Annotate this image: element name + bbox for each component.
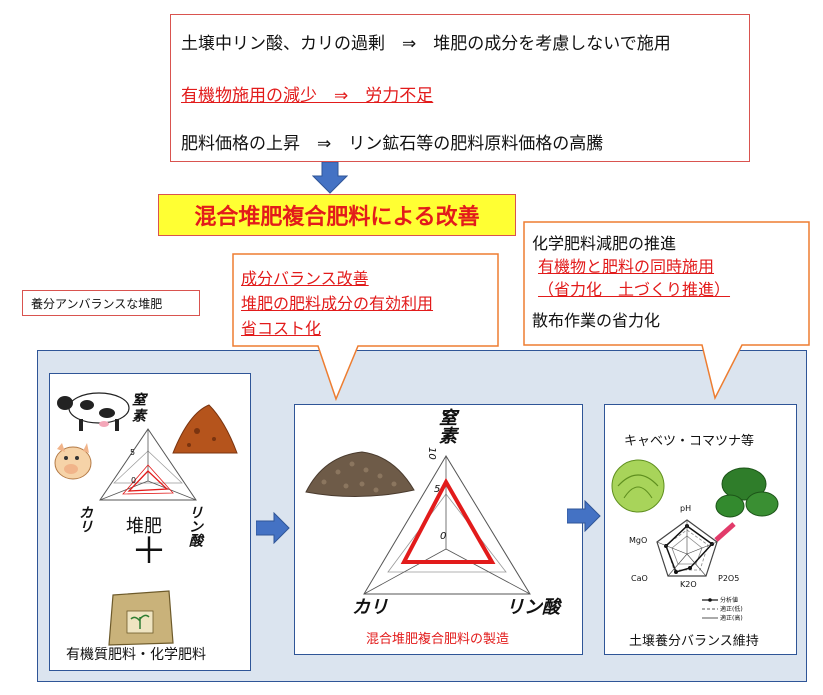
right-radar-series xyxy=(665,525,714,573)
middle-tick-0: 0 xyxy=(440,531,447,542)
left-axis-nitrogen: 窒素 xyxy=(130,392,146,424)
radar-label-cao: CaO xyxy=(631,574,648,583)
right-radar-chart xyxy=(656,519,718,577)
right-panel-art xyxy=(611,459,779,619)
main-title: 混合堆肥複合肥料による改善 xyxy=(158,194,516,236)
komatsuna-icon xyxy=(714,467,779,542)
left-compost-label: 堆肥 xyxy=(126,516,162,537)
imbalance-note: 養分アンバランスな堆肥 xyxy=(22,290,200,316)
legend-low: 適正(低) xyxy=(720,606,743,613)
middle-radar-series xyxy=(400,477,496,564)
middle-caption: 混合堆肥複合肥料の製造 xyxy=(366,632,510,647)
middle-panel-art xyxy=(305,451,531,595)
callout-right-line-3: （省力化 土づくり推進） xyxy=(538,280,731,299)
middle-tick-5: 5 xyxy=(434,484,441,495)
middle-radar-chart xyxy=(363,455,531,595)
left-tick-5: 5 xyxy=(130,448,136,457)
cabbage-icon xyxy=(611,459,665,513)
left-panel-art xyxy=(54,392,238,646)
left-radar-chart xyxy=(99,428,197,501)
callout-mid-line-2: 堆肥の肥料成分の有効利用 xyxy=(241,294,434,313)
legend-measured: 分析値 xyxy=(720,597,739,604)
radar-label-mgo: MgO xyxy=(629,536,648,545)
radar-label-p2o5: P2O5 xyxy=(718,574,740,583)
callout-mid-shape xyxy=(232,253,499,402)
pig-icon xyxy=(54,443,92,480)
left-tick-0: 0 xyxy=(131,476,137,485)
legend-high: 適正(高) xyxy=(720,615,743,622)
problem-line-1: 土壌中リン酸、カリの過剰 ⇒ 堆肥の成分を考慮しないで施用 xyxy=(181,34,671,54)
right-arrow-icon xyxy=(256,512,290,544)
right-title: キャベツ・コマツナ等 xyxy=(624,434,755,449)
right-caption: 土壌養分バランス維持 xyxy=(629,634,759,649)
left-radar-series xyxy=(127,470,169,492)
down-arrow-icon xyxy=(312,162,348,194)
radar-label-k2o: K2O xyxy=(680,580,697,589)
panel-middle xyxy=(294,404,583,655)
plus-sign: ＋ xyxy=(131,531,168,572)
callout-right-line-1: 化学肥料減肥の推進 xyxy=(532,234,677,253)
middle-axis-nitrogen: 窒素 xyxy=(436,408,457,444)
left-caption: 有機質肥料・化学肥料 xyxy=(66,647,206,663)
middle-axis-phosphate: リン酸 xyxy=(506,597,560,618)
fertilizer-bag-icon xyxy=(108,590,174,646)
callout-right-line-4: 散布作業の省力化 xyxy=(532,311,661,330)
left-axis-potassium: カリ xyxy=(77,505,93,533)
callout-mid-line-3: 省コスト化 xyxy=(241,319,322,338)
middle-axis-potassium: カリ xyxy=(352,597,388,618)
problem-line-3: 肥料価格の上昇 ⇒ リン鉱石等の肥料原料価格の高騰 xyxy=(181,134,604,154)
compost-pile-icon xyxy=(172,404,238,454)
callout-mid-line-1: 成分バランス改善 xyxy=(241,269,369,288)
cow-icon xyxy=(57,392,130,431)
left-axis-phosphate: リン酸 xyxy=(187,505,203,547)
callout-right-line-2: 有機物と肥料の同時施用 xyxy=(538,257,715,276)
radar-label-ph: pH xyxy=(680,504,692,513)
pellet-pile-icon xyxy=(305,451,415,498)
problem-box: 土壌中リン酸、カリの過剰 ⇒ 堆肥の成分を考慮しないで施用 有機物施用の減少 ⇒… xyxy=(170,14,750,162)
right-arrow-icon xyxy=(567,500,601,532)
problem-line-2: 有機物施用の減少 ⇒ 労力不足 xyxy=(181,86,434,106)
callout-right-shape xyxy=(523,221,810,401)
middle-tick-10: 10 xyxy=(426,447,437,460)
